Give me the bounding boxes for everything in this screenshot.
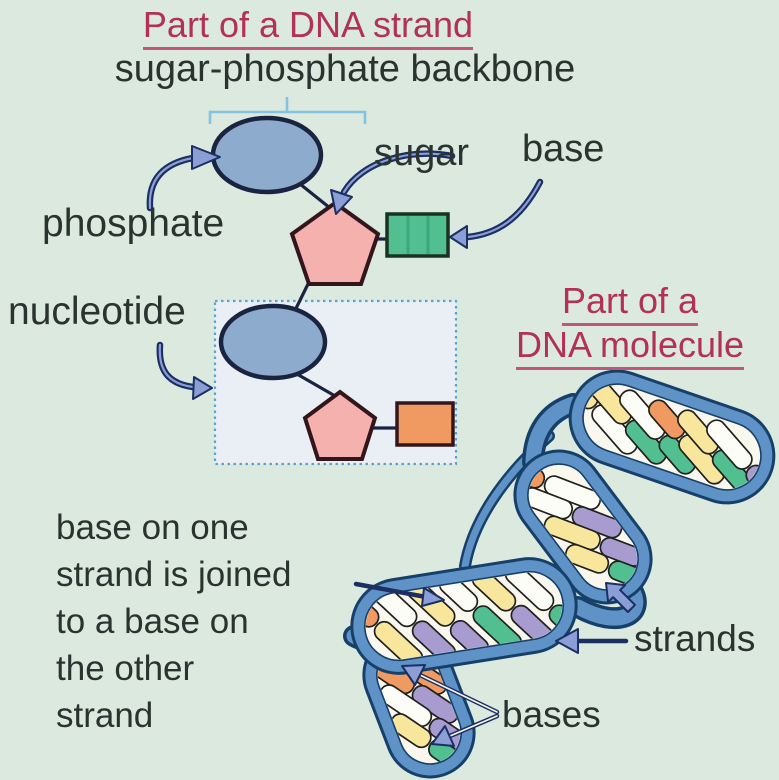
molecule-title-line2: DNA molecule	[480, 324, 779, 370]
helix-crossover-2-fill	[570, 582, 644, 626]
helix-crossover-1-fill	[525, 396, 581, 470]
bases-label: bases	[502, 694, 601, 735]
nucleotide-base-rect-orange	[395, 401, 455, 447]
phosphate-arrow	[146, 145, 221, 212]
dna-helix	[343, 369, 776, 779]
strands-cursor-arrow	[605, 582, 636, 613]
molecule-title-line2-text: DNA molecule	[515, 324, 745, 370]
helix-segment-2	[513, 449, 653, 605]
bases-arrow-upper	[401, 664, 500, 715]
nucleotide-arrow	[156, 341, 213, 400]
molecule-title-line1: Part of a	[480, 280, 779, 326]
nucleotide-sugar-pentagon	[302, 389, 378, 461]
annotation-arrows	[146, 145, 636, 747]
base-pair	[543, 515, 644, 567]
base-arrow	[449, 178, 544, 249]
nucleotide-phosphate-ellipse	[218, 303, 328, 381]
sugar-pentagon	[289, 200, 381, 286]
backbone-label: sugar-phosphate backbone	[114, 48, 576, 90]
molecule-title-line1-text: Part of a	[561, 280, 699, 326]
backbone-bracket-icon	[208, 97, 367, 124]
phosphate-label: phosphate	[42, 202, 225, 245]
phosphate-ellipse	[210, 115, 324, 195]
base-pair	[677, 409, 754, 495]
strands-label: strands	[634, 618, 756, 659]
strands-arrow	[555, 628, 629, 654]
joined-note-line: the other	[56, 649, 195, 688]
base-pair	[648, 399, 725, 485]
sugar-label: sugar	[374, 132, 470, 174]
joined-note: base on one strand is joined to a base o…	[56, 504, 291, 739]
strand-title-text: Part of a DNA strand	[142, 4, 474, 50]
bases-arrow-lower	[431, 713, 500, 747]
nucleotide-label: nucleotide	[8, 290, 186, 333]
helix-segment-3	[350, 557, 578, 675]
joined-note-line: to a base on	[56, 602, 249, 641]
joined-note-line: base on one	[56, 508, 249, 547]
sugar-arrow	[330, 150, 456, 215]
base-rect-green	[385, 212, 450, 258]
base-label: base	[522, 128, 605, 170]
base-rect-shading	[406, 216, 430, 254]
helix-segment-1	[568, 369, 776, 505]
joined-arrow	[353, 581, 445, 607]
strand-title: Part of a DNA strand	[118, 4, 498, 50]
joined-note-line: strand	[56, 696, 154, 735]
joined-note-line: strand is joined	[56, 555, 292, 594]
